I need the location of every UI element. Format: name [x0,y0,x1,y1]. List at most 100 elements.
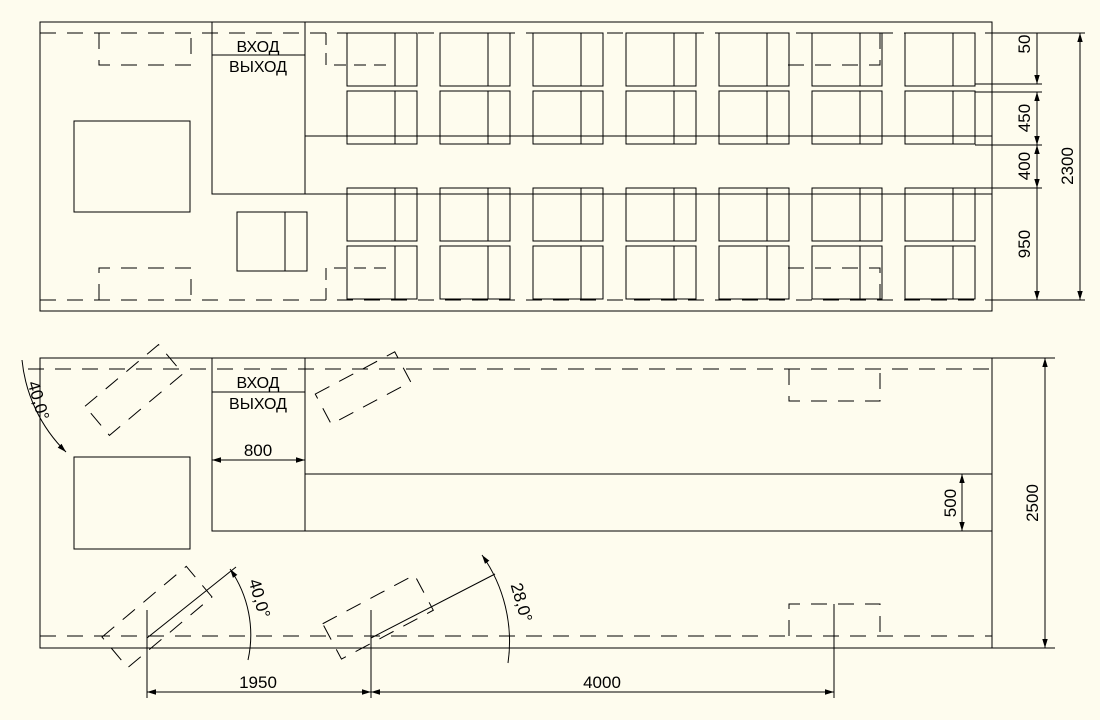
seat-frame [532,187,604,242]
seat-frame [811,245,883,300]
plan1-dim-50: 50 [1015,35,1034,54]
seat-frame [718,187,790,242]
plan1-dim-450: 450 [1015,104,1034,132]
seat [346,187,418,242]
seat [625,187,697,242]
seat [532,187,604,242]
plan1-wheel-arch-mid-top [325,33,392,66]
plan2-wheel-arch-rear-top [788,369,881,402]
seat [811,90,883,145]
seat [532,245,604,300]
plan1-driver-block [73,120,191,213]
plan1-dim-2300: 2300 [1058,147,1077,185]
plan2-angle-arc-2 [229,568,252,661]
plan2-dim-500: 500 [941,489,960,517]
plan1-dim-400: 400 [1015,152,1034,180]
plan2-rotated-seat-3 [101,565,213,669]
plan2-dim-2500: 2500 [1023,484,1042,522]
seat-frame [625,32,697,87]
plan2-dim-1950: 1950 [239,673,277,692]
seat-frame [811,32,883,87]
seat-frame [718,90,790,145]
plan2-dim-4000: 4000 [583,673,621,692]
plan1-wheel-arch-rear-top [788,33,881,66]
seat-frame [904,32,976,87]
seat-frame [439,245,511,300]
seat [439,32,511,87]
plan2-angle-ref-1 [146,566,237,639]
seat-frame [904,245,976,300]
seat [811,187,883,242]
plan1-outline [39,21,993,312]
seat-frame [346,32,418,87]
seat [904,32,976,87]
plan2-angle-ref-2 [370,573,496,639]
seat [904,245,976,300]
plan1-seats [346,32,976,300]
seat-frame [811,187,883,242]
seat [346,32,418,87]
seat [811,245,883,300]
seat [718,90,790,145]
plan1-exit-label: ВЫХОД [229,59,287,76]
seat-frame [718,245,790,300]
seat-frame [625,245,697,300]
plan1-wheel-arch-mid-bottom [325,267,392,300]
plan2-driver-block [73,456,191,550]
seat-frame [904,90,976,145]
plan2-wheel-arch-rear-bottom [788,603,881,636]
seat [532,32,604,87]
plan2-angle-1: 40,0° [24,379,53,423]
seat [625,32,697,87]
seat [625,245,697,300]
seat [439,245,511,300]
plan1-small-box [236,211,308,272]
seat [439,90,511,145]
seat-frame [346,90,418,145]
plan1-door-zone [211,21,306,195]
plan2-angle-3: 28,0° [507,581,536,625]
plan1-wheel-arch-front-top [98,33,192,66]
seat [811,32,883,87]
plan2-door-zone [211,357,306,532]
plan2-rotated-seat-4 [322,574,434,660]
seat [346,245,418,300]
seat [718,32,790,87]
plan2-outline [39,357,993,649]
seat-frame [718,32,790,87]
plan2-entry-label: ВХОД [236,375,279,392]
plan2-dim-800: 800 [244,441,272,460]
plan2-rotated-seat-1 [84,343,184,437]
seat [439,187,511,242]
seat-frame [625,90,697,145]
plan2-angle-arc-1 [21,359,67,453]
plan-bottom: ВХОД ВЫХОД 800 500 40,0° [21,343,1055,698]
plan1-wheel-arch-rear-bottom [788,267,881,300]
plan1-entry-label: ВХОД [236,39,279,56]
plan1-dim-950: 950 [1015,230,1034,258]
seat [625,90,697,145]
seat-frame [532,90,604,145]
plan2-angle-arc-3 [481,554,511,664]
seat-frame [346,245,418,300]
seat [904,187,976,242]
seat-frame [625,187,697,242]
seat-frame [904,187,976,242]
seat-frame [439,90,511,145]
seat-frame [346,187,418,242]
seat-frame [439,32,511,87]
plan-top: ВХОД ВЫХОД 50 450 400 950 2300 [39,21,1085,312]
seat-frame [532,32,604,87]
plan2-exit-label: ВЫХОД [229,396,287,413]
seat [904,90,976,145]
seat-frame [811,90,883,145]
seat [718,187,790,242]
seat [532,90,604,145]
seat [718,245,790,300]
plan1-wheel-arch-front-bottom [98,267,192,300]
seat-frame [439,187,511,242]
seat [346,90,418,145]
seat-frame [532,245,604,300]
plan2-rotated-seat-2 [314,351,412,425]
